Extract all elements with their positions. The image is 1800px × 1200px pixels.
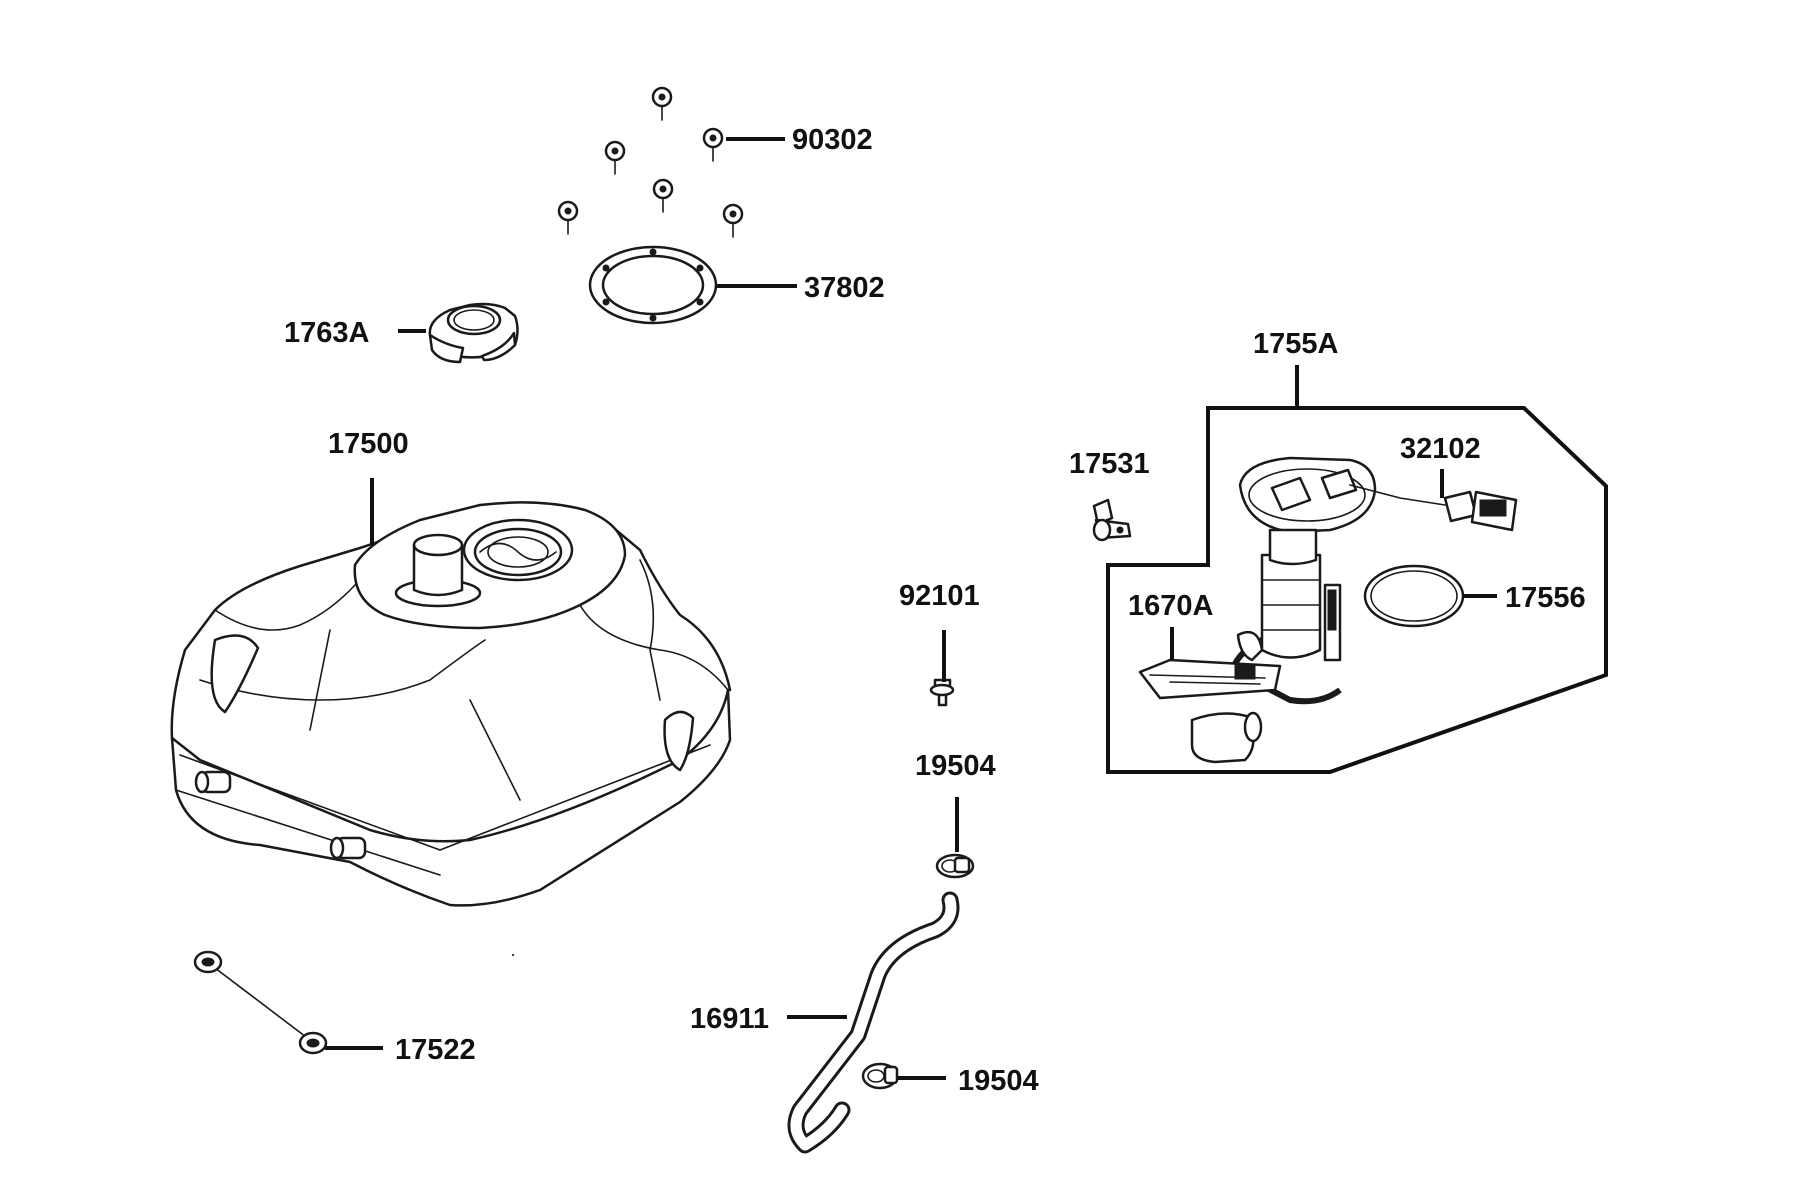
hose-clamp-lower-19504	[861, 1062, 899, 1090]
label-1670A: 1670A	[1128, 590, 1214, 622]
label-92101: 92101	[899, 580, 980, 612]
label-1763A: 1763A	[284, 317, 370, 349]
pump-clip-17531	[1092, 498, 1132, 542]
label-16911: 16911	[690, 1003, 769, 1035]
assembly-outline-1755A	[1106, 406, 1608, 774]
screw	[604, 140, 626, 175]
label-90302: 90302	[792, 124, 873, 156]
drain-peg	[329, 836, 367, 860]
speck	[511, 953, 515, 957]
label-37802: 37802	[804, 272, 885, 304]
label-17556: 17556	[1505, 582, 1586, 614]
label-17500: 17500	[328, 428, 409, 460]
hose-fitting-92101	[929, 678, 955, 707]
label-1755A: 1755A	[1253, 328, 1339, 360]
screw	[557, 200, 579, 235]
fuel-cap-1763A	[428, 302, 519, 364]
label-17531: 17531	[1069, 448, 1150, 480]
fuel-hose-16911	[787, 891, 960, 1154]
drain-grommets-17522	[193, 950, 328, 1055]
screw	[702, 127, 724, 162]
screw	[722, 203, 744, 238]
screw	[651, 86, 673, 121]
label-17522: 17522	[395, 1034, 476, 1066]
screw	[652, 178, 674, 213]
label-19504-lower: 19504	[958, 1065, 1039, 1097]
fuel-tank-17500	[170, 501, 732, 907]
seal-ring-17556	[1363, 564, 1465, 628]
hose-clamp-upper-19504	[935, 853, 975, 879]
label-32102: 32102	[1400, 433, 1481, 465]
gasket-37802	[588, 245, 718, 325]
label-19504-upper: 19504	[915, 750, 996, 782]
fuel-pump-unit	[1138, 456, 1518, 764]
screws-90302	[557, 86, 744, 238]
drain-peg	[194, 770, 232, 794]
